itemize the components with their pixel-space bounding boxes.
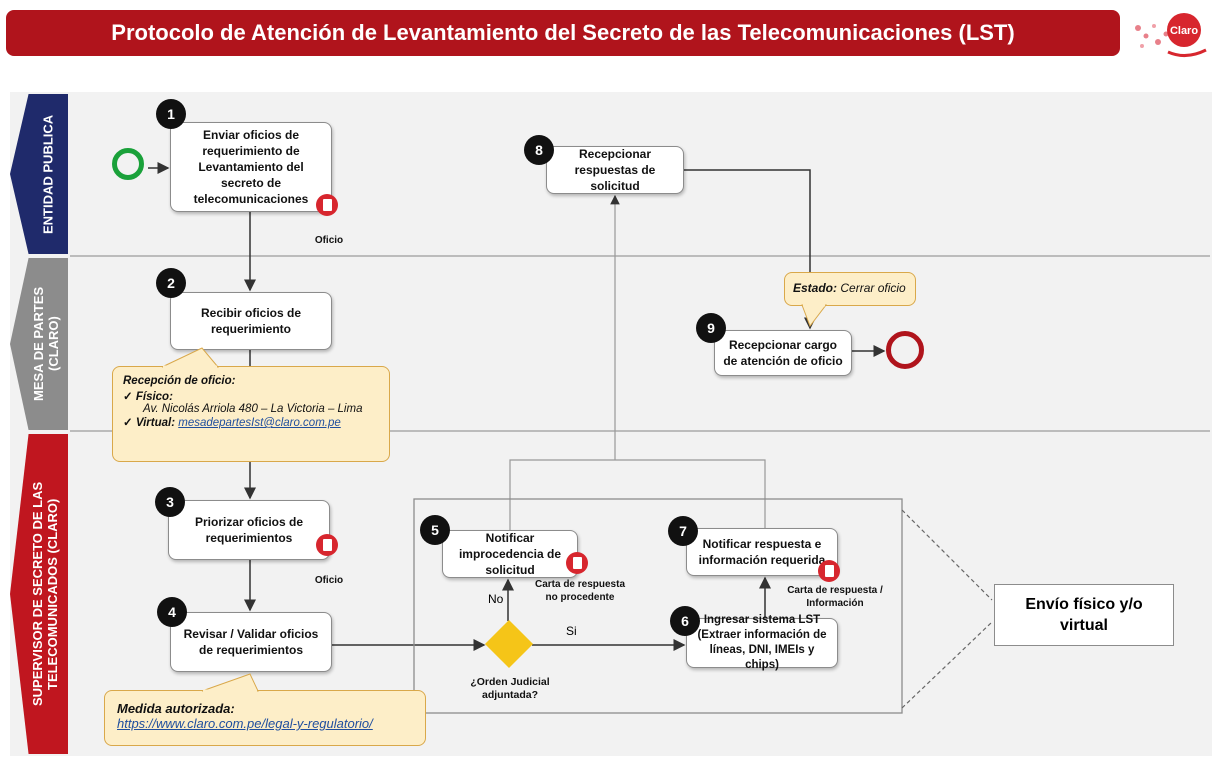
step-1-box: Enviar oficios de requerimiento de Levan… <box>170 122 332 212</box>
step-8-text: Recepcionar respuestas de solicitud <box>574 147 656 193</box>
document-icon <box>818 560 840 582</box>
step-4-number: 4 <box>157 597 187 627</box>
step-1-number: 1 <box>156 99 186 129</box>
reception-callout: Recepción de oficio: ✓ Físico: Av. Nicol… <box>112 366 390 462</box>
step-5-number: 5 <box>420 515 450 545</box>
step-6-box: Ingresar sistema LST (Extraer informació… <box>686 614 838 671</box>
decision-question: ¿Orden Judicial adjuntada? <box>470 676 550 701</box>
document-icon <box>316 534 338 556</box>
reception-callout-pointer <box>161 347 220 368</box>
document-label-5: Carta de respuesta no procedente <box>534 579 626 603</box>
logo-text: Claro <box>1170 25 1198 37</box>
step-6-number: 6 <box>670 606 700 636</box>
reception-title: Recepción de oficio: <box>123 375 236 387</box>
medida-link[interactable]: https://www.claro.com.pe/legal-y-regulat… <box>117 716 373 731</box>
step-2-text: Recibir oficios de requerimiento <box>200 306 302 336</box>
step-4-text: Revisar / Validar oficios de requerimien… <box>183 627 319 657</box>
decision-no-label: No <box>488 592 504 606</box>
step-3-number: 3 <box>155 487 185 517</box>
medida-title: Medida autorizada: <box>117 701 235 716</box>
page-title: Protocolo de Atención de Levantamiento d… <box>6 10 1120 56</box>
envio-box: Envío físico y/o virtual <box>994 584 1174 646</box>
step-9-box: Recepcionar cargo de atención de oficio <box>714 330 852 376</box>
document-label-3: Oficio <box>314 575 344 586</box>
step-9-text: Recepcionar cargo de atención de oficio <box>723 338 843 368</box>
virtual-email-link[interactable]: mesadepartesIst@claro.com.pe <box>178 417 341 429</box>
decision-yes-label: Si <box>566 624 577 638</box>
document-label-1: Oficio <box>314 235 344 246</box>
medida-callout-pointer <box>201 673 259 692</box>
step-3-text: Priorizar oficios de requerimientos <box>194 515 304 545</box>
start-event <box>112 148 144 180</box>
document-icon <box>566 552 588 574</box>
step-1-text: Enviar oficios de requerimiento de Levan… <box>193 128 309 206</box>
end-event <box>886 331 924 369</box>
step-8-box: Recepcionar respuestas de solicitud <box>546 146 684 194</box>
title-text: Protocolo de Atención de Levantamiento d… <box>111 20 1015 45</box>
step-2-box: Recibir oficios de requerimiento <box>170 292 332 350</box>
estado-value: Cerrar oficio <box>840 281 906 295</box>
step-5-text: Notificar improcedencia de solicitud <box>458 531 562 577</box>
fisico-address: Av. Nicolás Arriola 480 – La Victoria – … <box>143 403 363 415</box>
document-icon <box>316 194 338 216</box>
step-8-number: 8 <box>524 135 554 165</box>
estado-callout: Estado: Cerrar oficio <box>784 272 916 306</box>
step-7-box: Notificar respuesta e información requer… <box>686 528 838 576</box>
step-4-box: Revisar / Validar oficios de requerimien… <box>170 612 332 672</box>
document-label-7: Carta de respuesta / Información <box>787 585 883 609</box>
envio-text: Envío físico y/o virtual <box>1025 596 1143 634</box>
step-3-box: Priorizar oficios de requerimientos <box>168 500 330 560</box>
virtual-label: Virtual: <box>135 417 176 429</box>
claro-logo: Claro <box>1124 6 1210 62</box>
medida-callout: Medida autorizada: https://www.claro.com… <box>104 690 426 746</box>
step-9-number: 9 <box>696 313 726 343</box>
step-2-number: 2 <box>156 268 186 298</box>
estado-label: Estado: <box>793 281 838 295</box>
estado-callout-pointer <box>801 304 828 328</box>
step-7-number: 7 <box>668 516 698 546</box>
fisico-label: Físico: <box>135 391 173 403</box>
step-5-box: Notificar improcedencia de solicitud <box>442 530 578 578</box>
step-6-text: Ingresar sistema LST (Extraer informació… <box>697 614 827 671</box>
step-7-text: Notificar respuesta e información requer… <box>698 537 826 567</box>
